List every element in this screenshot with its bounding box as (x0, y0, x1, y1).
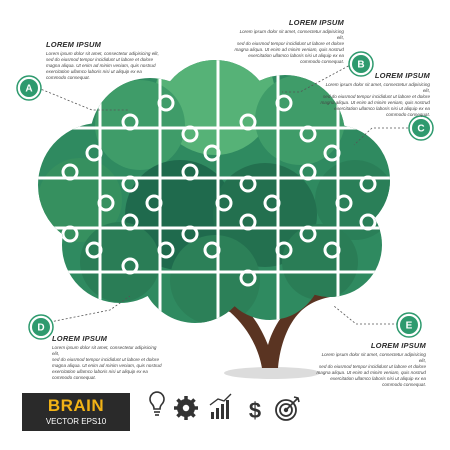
block-a-line: Lorem ipsum dolor sit amet, consectetur … (46, 51, 159, 56)
block-b-body: Lorem ipsum dolor sit amet, consectetur … (232, 29, 344, 65)
brand-box: BRAIN VECTOR EPS10 (22, 393, 130, 431)
block-e-line: exercitation ullamco laboris nisi ut ali… (330, 376, 426, 381)
text-block-b: LOREM IPSUM Lorem ipsum dolor sit amet, … (232, 18, 344, 65)
text-block-a: LOREM IPSUM Lorem ipsum dolor sit amet, … (46, 40, 164, 81)
badge-d-letter: D (37, 323, 44, 334)
ground-shadow (224, 367, 320, 379)
block-a-line: magna aliqua. Ut enim ad minim veniam, q… (46, 63, 156, 68)
badge-a-letter: A (25, 84, 32, 95)
text-block-e: LOREM IPSUM Lorem ipsum dolor sit amet, … (316, 341, 426, 388)
block-c-line: magna aliqua. Ut enim ad minim veniam, q… (320, 100, 430, 105)
block-d-title: LOREM IPSUM (52, 334, 108, 343)
badge-b: B (348, 51, 374, 77)
gear-icon (174, 396, 198, 420)
block-c-line: sed do eiusmod tempor incididunt ut labo… (323, 94, 430, 99)
block-d-line: sed do eiusmod tempor incididunt ut labo… (52, 357, 159, 362)
block-e-body: Lorem ipsum dolor sit amet, consectetur … (316, 352, 426, 388)
connector-lines (37, 63, 412, 325)
block-d-line: exercitation ullamco laboris nisi ut ali… (52, 369, 148, 374)
badge-c-letter: C (417, 124, 424, 135)
block-c-line: exercitation ullamco laboris nisi ut ali… (334, 106, 430, 111)
block-b-title: LOREM IPSUM (288, 18, 344, 27)
text-block-d: LOREM IPSUM Lorem ipsum dolor sit amet, … (52, 334, 164, 381)
tree-crown (38, 60, 390, 323)
block-c-body: Lorem ipsum dolor sit amet, consectetur … (318, 82, 430, 118)
block-b-line: Lorem ipsum dolor sit amet, consectetur … (239, 29, 344, 40)
block-b-line: exercitation ullamco laboris nisi ut ali… (248, 53, 344, 58)
block-c-line: commodo consequat. (386, 112, 430, 117)
light-bulb-icon (149, 391, 165, 416)
block-a-line: commodo consequat. (46, 75, 90, 80)
block-e-line: commodo consequat. (382, 382, 426, 387)
block-a-line: exercitation ullamco laboris nisi ut ali… (46, 69, 142, 74)
block-a-title: LOREM IPSUM (46, 40, 102, 49)
badge-a: A (16, 75, 42, 101)
block-d-body: Lorem ipsum dolor sit amet, consectetur … (52, 345, 164, 381)
block-d-line: Lorem ipsum dolor sit amet, consectetur … (52, 345, 157, 356)
dollar-icon: $ (249, 398, 261, 423)
block-d-line: magna aliqua. Ut enim ad minim veniam, q… (52, 363, 162, 368)
block-e-line: Lorem ipsum dolor sit amet, consectetur … (321, 352, 426, 363)
badge-e-letter: E (406, 321, 413, 332)
block-e-line: magna aliqua. Ut enim ad minim veniam, q… (316, 370, 426, 375)
badge-c: C (408, 115, 434, 141)
block-b-line: sed do eiusmod tempor incididunt ut labo… (237, 41, 344, 46)
badge-e: E (396, 312, 422, 338)
block-c-line: Lorem ipsum dolor sit amet, consectetur … (325, 82, 430, 93)
block-a-line: sed do eiusmod tempor incididunt ut labo… (46, 57, 153, 62)
block-e-line: sed do eiusmod tempor incididunt ut labo… (319, 364, 426, 369)
block-a-body: Lorem ipsum dolor sit amet, consectetur … (46, 51, 164, 81)
bar-chart-icon (209, 393, 232, 419)
block-b-line: commodo consequat. (300, 59, 344, 64)
block-d-line: commodo consequat. (52, 375, 96, 380)
text-block-c: LOREM IPSUM Lorem ipsum dolor sit amet, … (318, 71, 430, 118)
brand-subtitle: VECTOR EPS10 (45, 417, 107, 426)
block-b-line: magna aliqua. Ut enim ad minim veniam, q… (234, 47, 344, 52)
brand-title: BRAIN (47, 396, 105, 415)
block-c-title: LOREM IPSUM (374, 71, 430, 80)
target-icon (275, 396, 300, 421)
badge-d: D (28, 314, 54, 340)
block-e-title: LOREM IPSUM (370, 341, 426, 350)
badge-b-letter: B (357, 60, 364, 71)
